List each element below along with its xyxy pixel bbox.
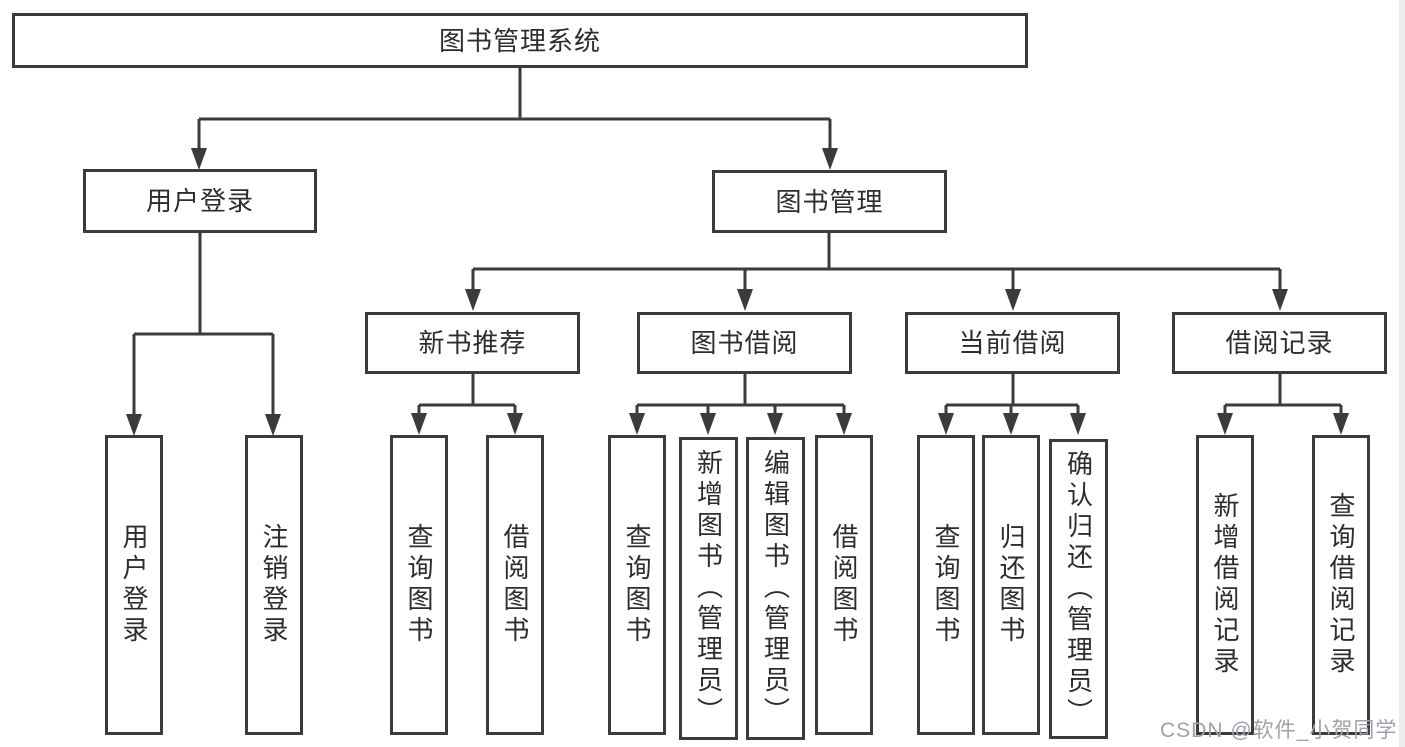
node-current-borrow-label: 当前借阅 bbox=[958, 328, 1067, 358]
leaf-records-query-borrow-record: 查询借阅记录 bbox=[1312, 435, 1370, 735]
node-library-management-system: 图书管理系统 bbox=[12, 13, 1028, 68]
leaf-borrow-edit-books-admin: 编辑图书（管理员） bbox=[746, 437, 805, 740]
leaf-current-return-books: 归还图书 bbox=[982, 435, 1040, 735]
leaf-borrow-borrow-books: 借阅图书 bbox=[815, 435, 873, 735]
leaf-current-confirm-return-admin-label: 确认归还（管理员） bbox=[1063, 449, 1094, 729]
node-book-borrow-label: 图书借阅 bbox=[690, 328, 799, 358]
leaf-recommend-query-books: 查询图书 bbox=[390, 435, 448, 735]
leaf-records-add-borrow-record-label: 新增借阅记录 bbox=[1210, 492, 1240, 678]
leaf-records-query-borrow-record-label: 查询借阅记录 bbox=[1326, 492, 1356, 678]
node-book-borrow: 图书借阅 bbox=[637, 312, 852, 374]
node-user-login: 用户登录 bbox=[83, 169, 317, 233]
node-new-book-recommend: 新书推荐 bbox=[365, 312, 580, 374]
node-user-login-label: 用户登录 bbox=[145, 186, 254, 216]
leaf-borrow-query-books: 查询图书 bbox=[608, 435, 666, 735]
node-library-management-system-label: 图书管理系统 bbox=[438, 25, 601, 56]
leaf-recommend-borrow-books-label: 借阅图书 bbox=[500, 523, 530, 647]
leaf-borrow-query-books-label: 查询图书 bbox=[622, 523, 652, 647]
leaf-logout-label: 注销登录 bbox=[259, 523, 289, 647]
node-book-management: 图书管理 bbox=[712, 170, 947, 233]
node-current-borrow: 当前借阅 bbox=[905, 312, 1120, 374]
leaf-current-return-books-label: 归还图书 bbox=[996, 523, 1026, 647]
leaf-records-add-borrow-record: 新增借阅记录 bbox=[1196, 435, 1254, 735]
csdn-watermark: CSDN @软件_小贺同学 bbox=[1160, 719, 1398, 742]
leaf-borrow-edit-books-admin-label: 编辑图书（管理员） bbox=[760, 449, 791, 728]
leaf-recommend-borrow-books: 借阅图书 bbox=[486, 435, 544, 735]
leaf-borrow-add-books-admin: 新增图书（管理员） bbox=[679, 437, 738, 740]
node-borrow-records-label: 借阅记录 bbox=[1225, 328, 1334, 358]
node-borrow-records: 借阅记录 bbox=[1172, 312, 1387, 374]
leaf-user-login: 用户登录 bbox=[105, 435, 163, 735]
leaf-user-login-label: 用户登录 bbox=[119, 523, 149, 647]
leaf-current-confirm-return-admin: 确认归还（管理员） bbox=[1049, 439, 1108, 739]
page-edge-strip bbox=[1399, 0, 1405, 747]
leaf-current-query-books: 查询图书 bbox=[917, 435, 975, 735]
node-new-book-recommend-label: 新书推荐 bbox=[418, 328, 527, 358]
leaf-borrow-add-books-admin-label: 新增图书（管理员） bbox=[693, 449, 724, 728]
leaf-current-query-books-label: 查询图书 bbox=[931, 523, 961, 647]
leaf-recommend-query-books-label: 查询图书 bbox=[404, 523, 434, 647]
leaf-borrow-borrow-books-label: 借阅图书 bbox=[829, 523, 859, 647]
node-book-management-label: 图书管理 bbox=[775, 186, 884, 217]
leaf-logout: 注销登录 bbox=[245, 435, 303, 735]
